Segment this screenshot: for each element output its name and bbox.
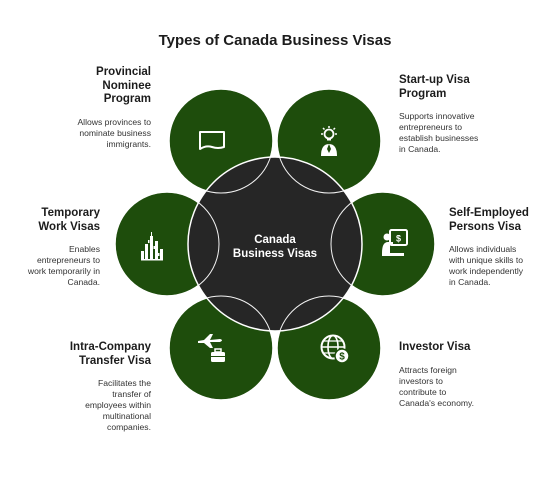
hub-label-line2: Business Visas xyxy=(232,248,318,260)
visa-description: Allows individuals with unique skills to… xyxy=(449,244,524,287)
globe-dollar-icon: $ xyxy=(320,334,350,364)
document-icon xyxy=(199,131,225,150)
visa-description: Facilitates the transfer of employees wi… xyxy=(85,378,151,432)
text-provincial-nominee: Provincial Nominee Program Allows provin… xyxy=(21,66,151,150)
visa-name: Self-Employed Persons Visa xyxy=(449,207,529,233)
svg-text:$: $ xyxy=(396,234,401,244)
diagram-title: Types of Canada Business Visas xyxy=(158,32,392,49)
visa-name: Investor Visa xyxy=(399,341,471,353)
presenter-board-icon: $ xyxy=(382,229,408,256)
airplane-briefcase-icon xyxy=(198,334,225,362)
hub-label-line1: Canada xyxy=(254,234,296,246)
text-self-employed: Self-Employed Persons Visa Allows indivi… xyxy=(449,207,550,288)
text-investor: Investor Visa Attracts foreign investors… xyxy=(399,341,529,409)
text-temporary-work: Temporary Work Visas Enables entrepreneu… xyxy=(0,207,100,288)
visa-name: Start-up Visa Program xyxy=(399,74,470,100)
visa-description: Attracts foreign investors to contribute… xyxy=(399,364,475,408)
visa-description: Supports innovative entrepreneurs to est… xyxy=(399,111,479,154)
visa-name: Temporary Work Visas xyxy=(38,207,100,233)
visa-name: Provincial Nominee Program xyxy=(96,66,151,105)
innovator-lightbulb-icon xyxy=(321,126,337,156)
visa-name: Intra-Company Transfer Visa xyxy=(69,341,151,367)
hub-label: Canada Business Visas xyxy=(215,233,335,261)
city-skyline-icon xyxy=(141,232,163,261)
visa-description: Enables entrepreneurs to work temporaril… xyxy=(27,244,100,287)
text-startup-visa: Start-up Visa Program Supports innovativ… xyxy=(399,74,529,155)
svg-text:$: $ xyxy=(339,352,345,363)
hub-circle xyxy=(187,156,363,332)
visa-description: Allows provinces to nominate business im… xyxy=(77,116,151,149)
text-intra-company: Intra-Company Transfer Visa Facilitates … xyxy=(21,341,151,433)
